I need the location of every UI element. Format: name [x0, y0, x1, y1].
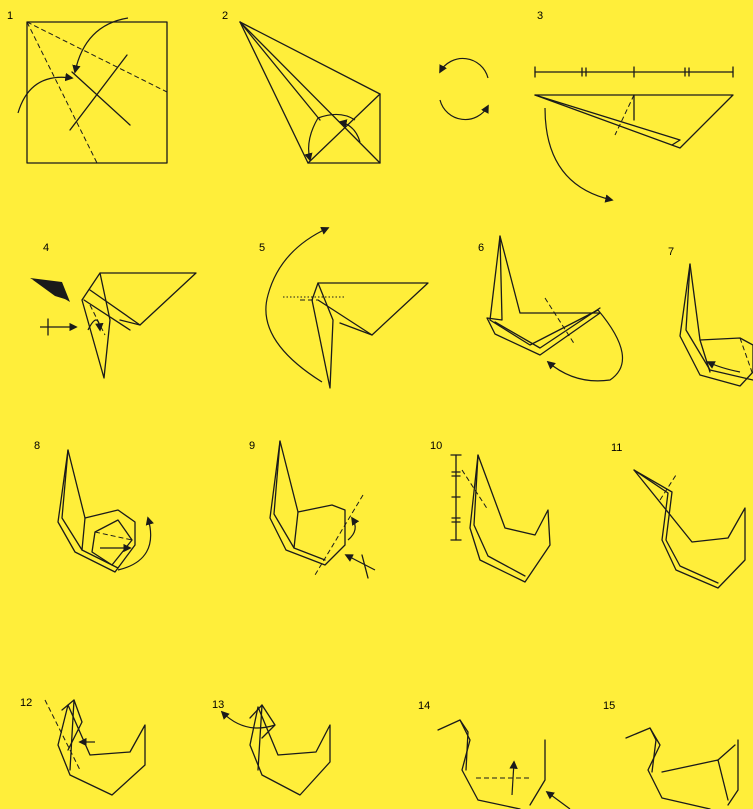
step-1-diagram: [18, 18, 167, 163]
step-5-diagram: [266, 228, 428, 388]
turn-over-icon: [440, 58, 488, 119]
step-15-diagram: [626, 728, 738, 809]
fold-arrow-icon: [18, 77, 72, 113]
step-9-diagram: [270, 441, 375, 578]
step-10-diagram: [451, 455, 550, 582]
push-arrow-icon: [346, 555, 375, 570]
step-6-diagram: [487, 236, 623, 381]
fold-arrow-icon: [222, 712, 275, 728]
step-13-diagram: [222, 705, 330, 795]
step-4-diagram: [30, 273, 196, 378]
step-14-diagram: [438, 720, 570, 809]
fold-arrow-icon: [266, 228, 328, 382]
push-arrow-icon: [547, 792, 570, 809]
step-2-diagram: [240, 22, 380, 163]
step-7-diagram: [680, 264, 753, 386]
step-12-diagram: [45, 700, 145, 795]
step-8-diagram: [58, 450, 151, 572]
step-11-diagram: [634, 470, 745, 588]
fold-arrow-icon: [309, 114, 355, 160]
fold-arrow-icon: [545, 108, 612, 200]
step-3-diagram: [535, 67, 733, 200]
